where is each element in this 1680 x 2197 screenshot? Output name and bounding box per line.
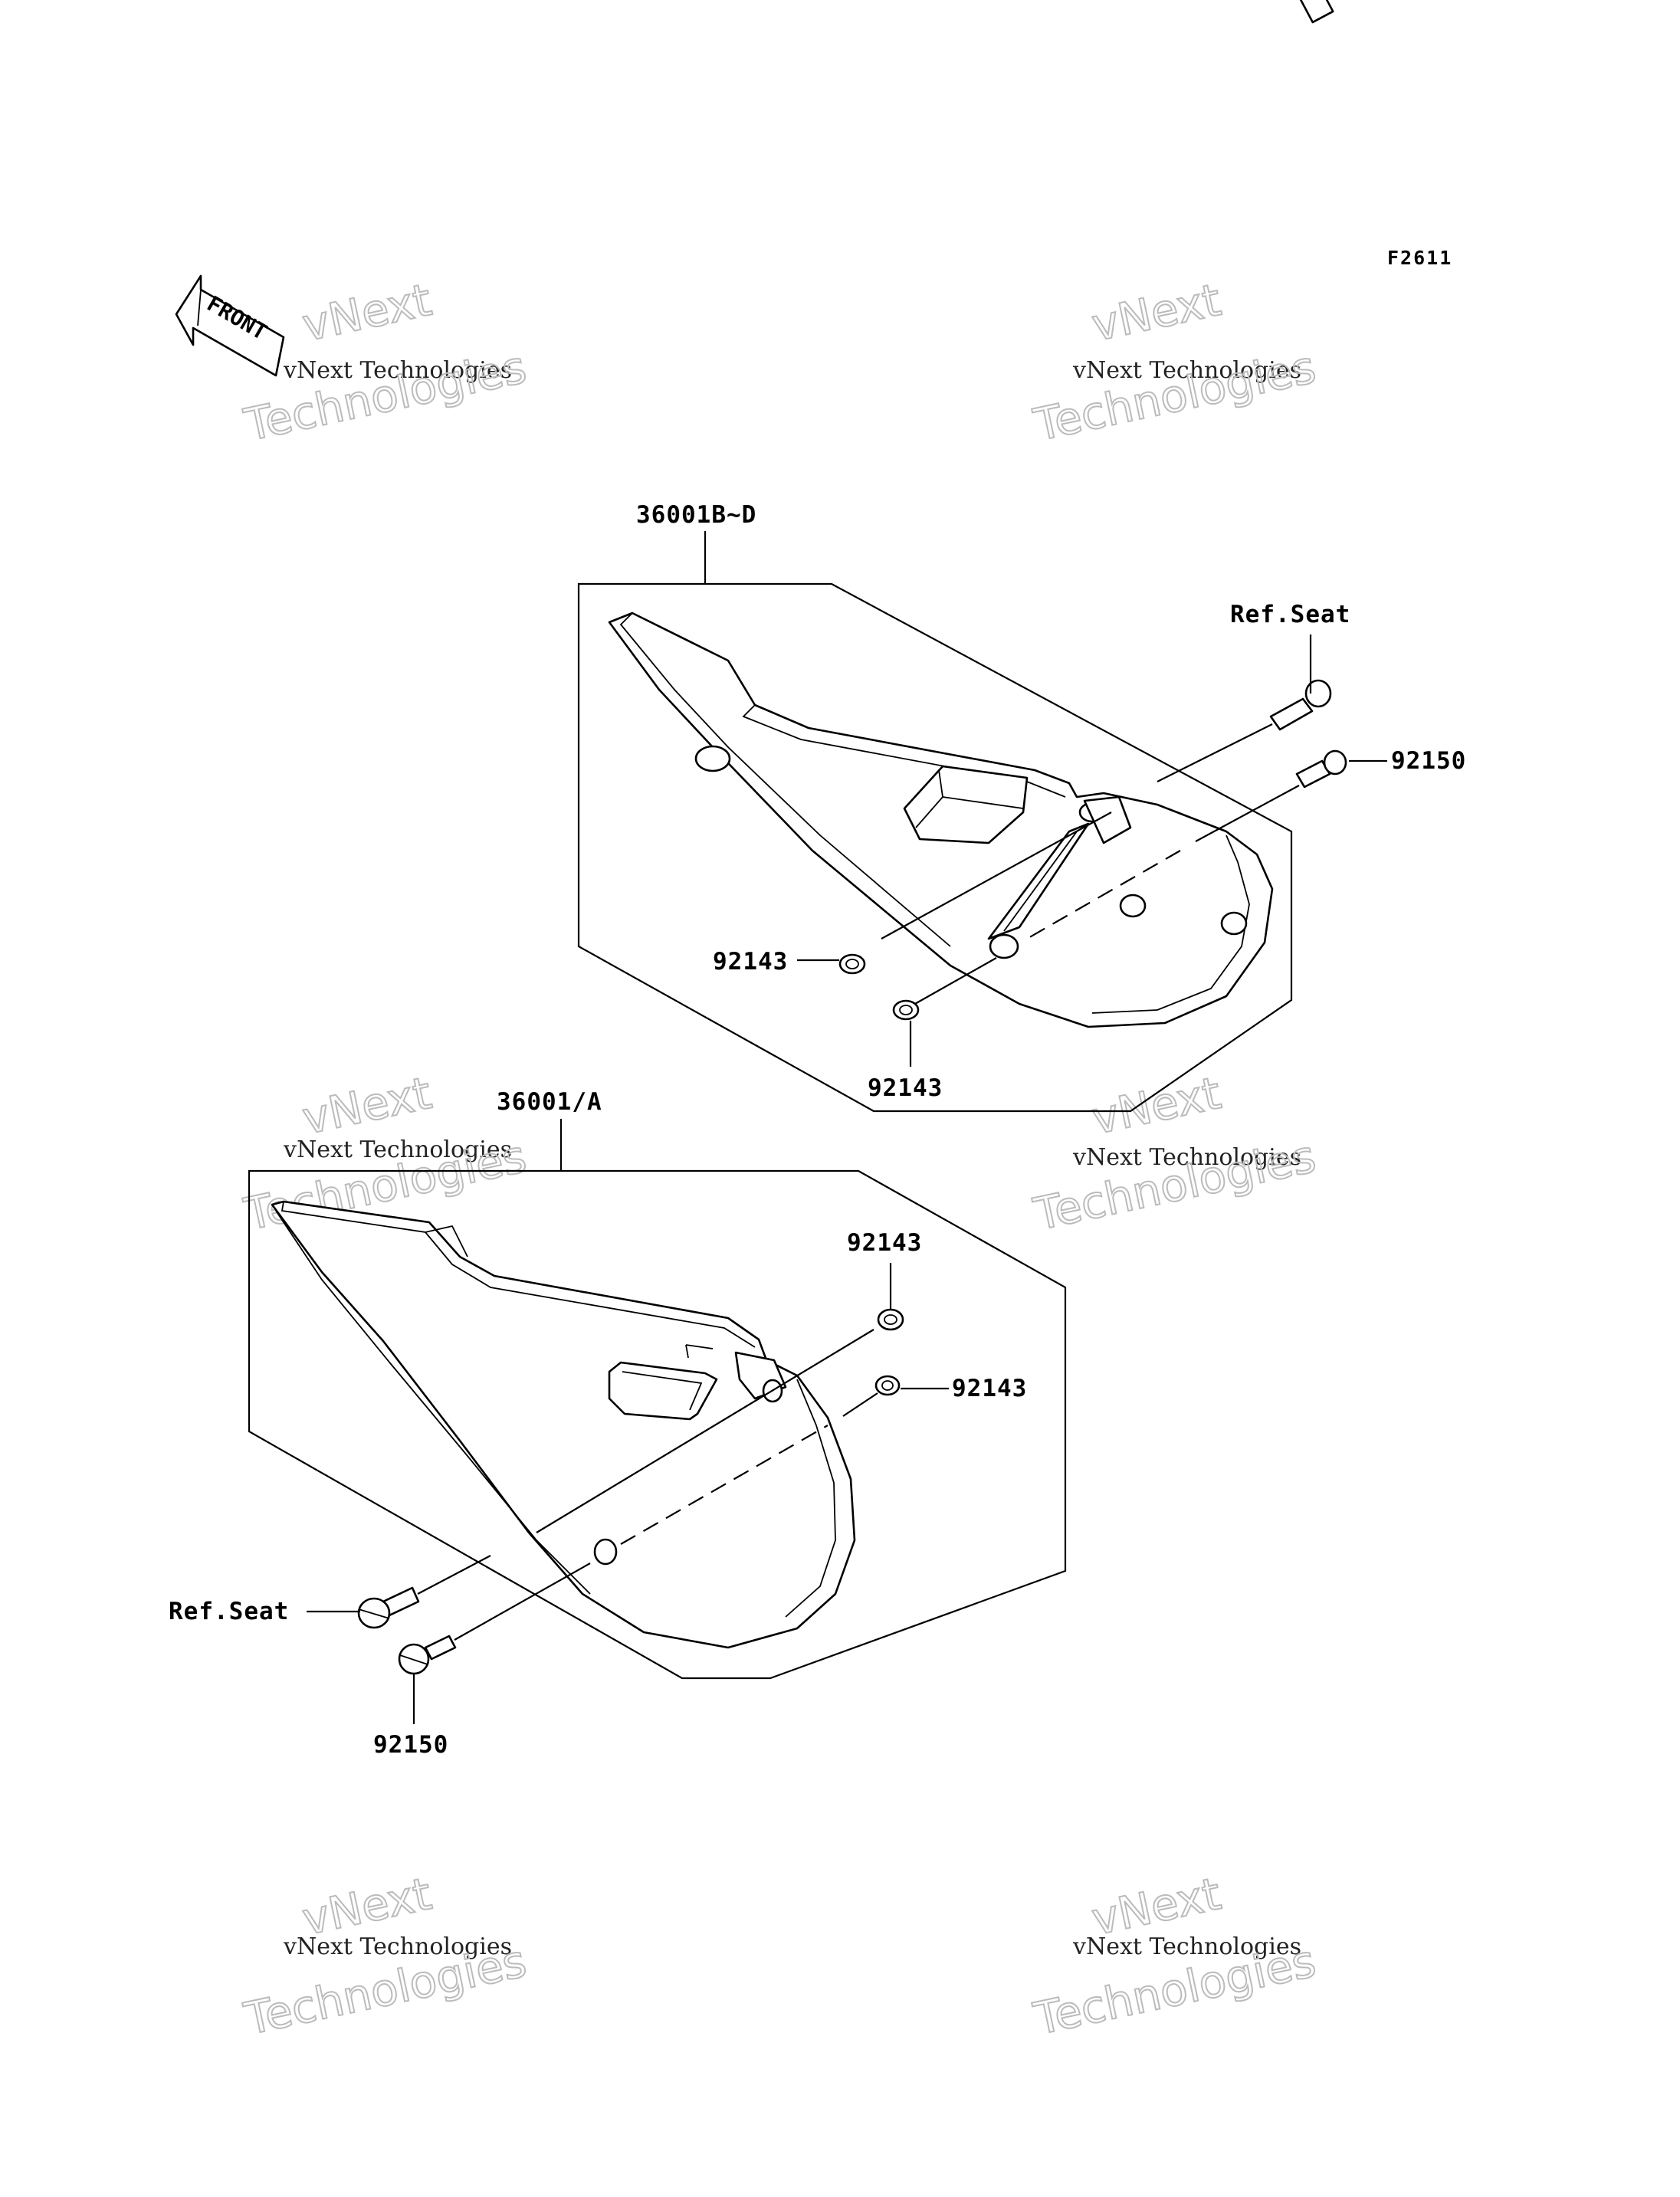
svg-text:vNext Technologies: vNext Technologies: [283, 357, 512, 384]
lower-side-cover-group: 36001/A 92143 92143 Ref.Seat: [169, 1088, 1067, 1759]
upper-cover-boss-2: [1119, 894, 1147, 918]
ref-seat-bolt-upper: [1269, 0, 1334, 731]
watermark-top-right: vNext vNext Technologies Technologies: [1029, 273, 1321, 452]
washer-92143-lower-1: [877, 1308, 904, 1331]
svg-text:vNext: vNext: [1088, 1067, 1226, 1145]
label-ref-seat-upper: Ref.Seat: [1230, 601, 1350, 628]
bolt-92150-upper: [1295, 749, 1347, 789]
svg-text:vNext Technologies: vNext Technologies: [1072, 1144, 1301, 1171]
lower-cover-boss-2: [593, 1538, 618, 1566]
label-92143-lower-1: 92143: [847, 1229, 922, 1257]
upper-cover-boss-3: [1220, 911, 1248, 936]
svg-text:vNext: vNext: [298, 1067, 436, 1145]
lower-group-outline: [248, 1169, 1067, 1680]
label-92150-lower: 92150: [373, 1731, 448, 1759]
label-36001b-d: 36001B~D: [636, 501, 756, 529]
label-36001-a: 36001/A: [497, 1088, 602, 1116]
label-ref-seat-lower: Ref.Seat: [169, 1598, 289, 1625]
svg-text:vNext Technologies: vNext Technologies: [1072, 1933, 1301, 1960]
bolt-92150-lower: [398, 1635, 457, 1675]
ref-seat-bolt-lower: [357, 1586, 420, 1629]
svg-text:vNext Technologies: vNext Technologies: [1072, 357, 1301, 384]
upper-cover-boss-4: [989, 933, 1019, 959]
label-92143-upper-2: 92143: [868, 1074, 943, 1102]
svg-text:vNext: vNext: [298, 274, 436, 352]
washer-92143-lower-2: [874, 1375, 901, 1396]
watermark-bottom-left: vNext vNext Technologies Technologies: [239, 1867, 532, 2046]
lower-cover-vent: [608, 1361, 718, 1421]
label-92150-upper: 92150: [1391, 747, 1466, 775]
watermark-mid-right: vNext vNext Technologies Technologies: [1029, 1066, 1321, 1241]
upper-cover-boss-front: [694, 745, 731, 772]
label-92143-lower-2: 92143: [952, 1375, 1027, 1402]
front-arrow-icon: FRONT: [175, 274, 285, 377]
lower-side-cover: [271, 1200, 856, 1649]
upper-group-outline: [577, 582, 1293, 1113]
svg-text:vNext Technologies: vNext Technologies: [283, 1136, 512, 1163]
washer-92143-upper-2: [892, 999, 920, 1021]
svg-text:vNext: vNext: [1088, 274, 1226, 352]
figure-code: F2611: [1387, 247, 1452, 269]
label-92143-upper-1: 92143: [713, 948, 788, 976]
watermark-bottom-right: vNext vNext Technologies Technologies: [1029, 1867, 1321, 2046]
watermark-top-left: vNext vNext Technologies Technologies: [239, 273, 532, 452]
upper-cover-vent: [903, 765, 1029, 844]
svg-text:vNext Technologies: vNext Technologies: [283, 1933, 512, 1960]
washer-92143-upper-1: [838, 953, 866, 975]
upper-side-cover-group: 36001B~D Ref.Seat: [577, 0, 1466, 1113]
